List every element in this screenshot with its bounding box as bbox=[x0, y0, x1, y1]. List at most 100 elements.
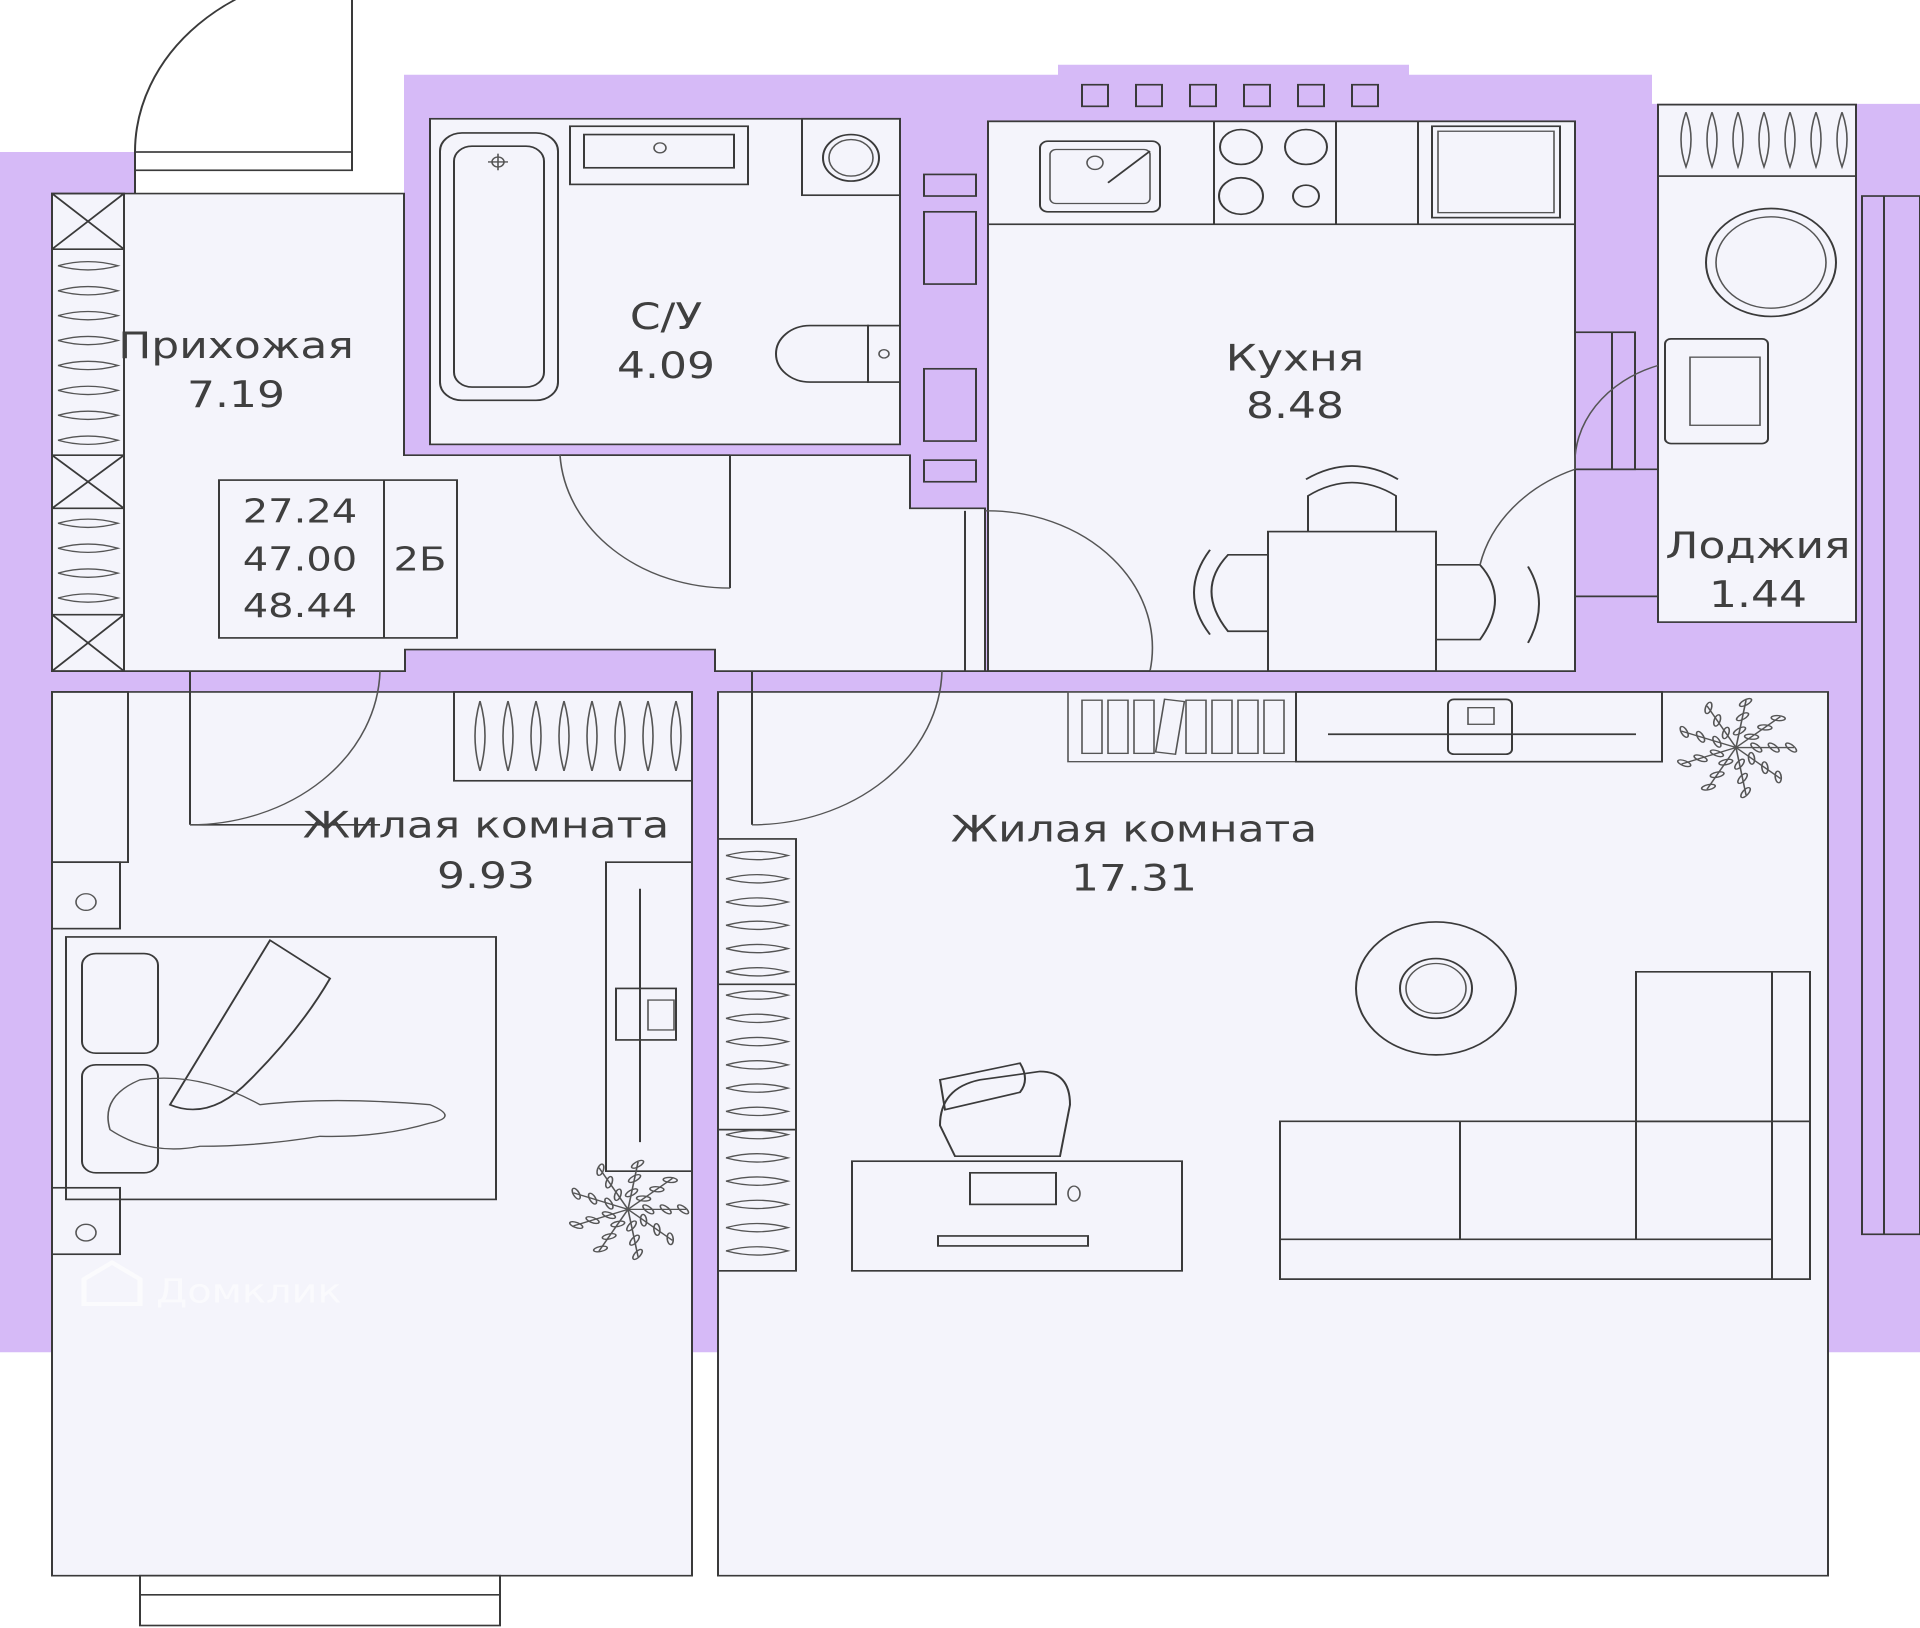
watermark: Домклик bbox=[81, 1259, 342, 1311]
plant-leaf bbox=[662, 1176, 678, 1184]
plant-stem bbox=[1735, 747, 1781, 780]
loggia-area: 1.44 bbox=[1709, 573, 1807, 616]
hanger-icon bbox=[57, 385, 121, 396]
plant-leaf bbox=[1679, 725, 1690, 738]
plant-leaf bbox=[635, 1195, 652, 1202]
plant-leaf bbox=[1735, 712, 1750, 722]
book-icon bbox=[1107, 699, 1129, 755]
kitchen-name: Кухня bbox=[1226, 336, 1365, 379]
hanger-icon bbox=[725, 1060, 791, 1070]
hall-wardrobe bbox=[51, 192, 125, 672]
book-icon bbox=[1133, 699, 1155, 755]
plant-leaf bbox=[1718, 758, 1734, 766]
plant-stem bbox=[627, 1161, 639, 1210]
loggia-name: Лоджия bbox=[1665, 524, 1850, 567]
plant-leaf bbox=[604, 1197, 614, 1210]
plant-leaf bbox=[1750, 742, 1763, 753]
plant-leaf bbox=[1734, 758, 1746, 770]
bathroom-area: 4.09 bbox=[617, 344, 715, 387]
plant-stem bbox=[1735, 747, 1747, 796]
plant-leaf bbox=[1712, 714, 1722, 727]
hanger-icon bbox=[1784, 111, 1796, 170]
shaft-vents bbox=[923, 173, 977, 483]
loggia-door bbox=[1479, 331, 1659, 598]
hanger-icon bbox=[725, 1013, 791, 1024]
plant-stem bbox=[573, 1192, 629, 1210]
living-name: Жилая комната bbox=[951, 807, 1317, 850]
plant-leaf bbox=[1704, 701, 1713, 715]
hanger-icon bbox=[502, 700, 514, 771]
plant-stem bbox=[598, 1167, 629, 1210]
plant-stem bbox=[1735, 716, 1781, 749]
plant-leaf bbox=[1740, 786, 1752, 799]
plant-leaf bbox=[601, 1211, 617, 1220]
hanger-icon bbox=[57, 310, 121, 321]
plant-stem bbox=[1706, 747, 1737, 790]
domclick-logo-icon bbox=[81, 1259, 143, 1307]
hanger-icon bbox=[57, 285, 121, 296]
flat-type: 2Б bbox=[394, 540, 447, 579]
hanger-icon bbox=[1758, 111, 1770, 170]
living-door bbox=[751, 671, 943, 826]
plant-leaf bbox=[642, 1204, 655, 1215]
hanger-icon bbox=[725, 966, 791, 977]
hall-name: Прихожая bbox=[118, 324, 354, 367]
plant-stem bbox=[1681, 746, 1737, 765]
plant-leaf bbox=[632, 1248, 644, 1261]
bedroom-area: 9.93 bbox=[437, 854, 535, 897]
plant-leaf bbox=[587, 1192, 598, 1205]
book-icon bbox=[1185, 699, 1207, 755]
plant-leaf bbox=[610, 1220, 626, 1228]
hanger-icon bbox=[725, 1246, 791, 1256]
book-icon bbox=[1211, 699, 1233, 755]
living-area-total: 27.24 bbox=[243, 492, 357, 531]
hanger-icon bbox=[725, 1106, 791, 1117]
plant-leaf bbox=[1721, 726, 1731, 740]
total-area: 47.00 bbox=[243, 540, 357, 579]
kitchen-door bbox=[964, 510, 1154, 672]
plant-stem bbox=[627, 1177, 673, 1210]
book-icon bbox=[1154, 698, 1186, 756]
hanger-icon bbox=[725, 1083, 791, 1093]
plant-leaf bbox=[1700, 783, 1717, 791]
hanger-icon bbox=[642, 700, 654, 771]
plant-living bbox=[1676, 697, 1798, 799]
plant-leaf bbox=[596, 1163, 605, 1177]
room-labels: Прихожая 7.19 С/У 4.09 Кухня 8.48 Лоджия… bbox=[118, 295, 1850, 900]
hanger-icon bbox=[1680, 111, 1692, 170]
hall-area: 7.19 bbox=[187, 373, 285, 416]
hanger-icon bbox=[725, 897, 791, 907]
hanger-icon bbox=[57, 543, 121, 554]
hanger-icon bbox=[57, 360, 121, 371]
plant-leaf bbox=[1784, 742, 1798, 753]
plant-leaf bbox=[649, 1186, 665, 1193]
hanger-icon bbox=[670, 700, 682, 771]
plant-leaf bbox=[1761, 761, 1769, 775]
plant-leaf bbox=[639, 1213, 648, 1227]
plant-leaf bbox=[1743, 733, 1760, 740]
plant-leaf bbox=[1770, 714, 1786, 722]
hanger-icon bbox=[725, 850, 791, 861]
hanger-icon bbox=[725, 1036, 791, 1047]
plant-leaf bbox=[1737, 772, 1749, 785]
bedroom-door bbox=[189, 671, 381, 826]
watermark-text: Домклик bbox=[156, 1272, 342, 1311]
hanger-icon bbox=[57, 260, 121, 271]
hanger-icon bbox=[530, 700, 542, 771]
book-icon bbox=[1081, 699, 1103, 755]
kitchen-vents bbox=[1081, 83, 1379, 108]
plant-stem bbox=[627, 1209, 639, 1257]
hanger-icon bbox=[614, 700, 626, 771]
plant-leaf bbox=[627, 1173, 642, 1184]
bathroom-door bbox=[559, 454, 731, 589]
living-furniture bbox=[717, 691, 1811, 1280]
hanger-icon bbox=[586, 700, 598, 771]
hanger-icon bbox=[1706, 111, 1718, 170]
summary-box bbox=[218, 479, 458, 639]
plant-leaf bbox=[659, 1204, 672, 1215]
bottom-window bbox=[139, 1574, 501, 1627]
plant-leaf bbox=[1709, 749, 1725, 758]
hanger-icon bbox=[474, 700, 486, 771]
bathroom-name: С/У bbox=[630, 295, 702, 338]
plant-leaf bbox=[571, 1187, 582, 1200]
